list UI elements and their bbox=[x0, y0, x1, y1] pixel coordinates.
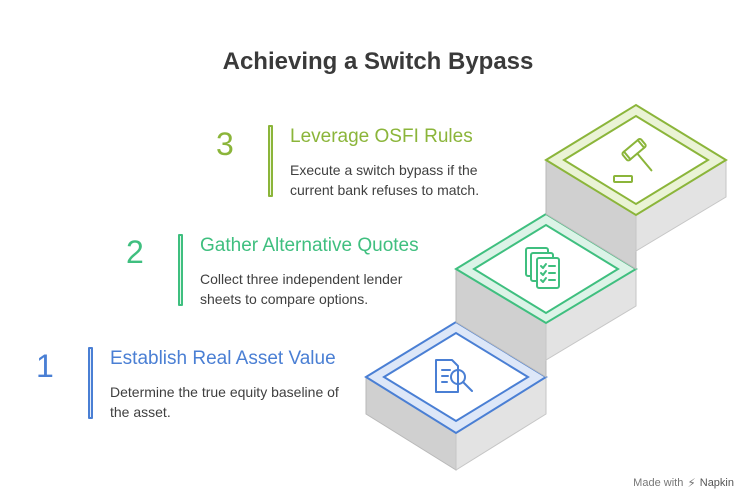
napkin-logo-icon: ⚡ bbox=[687, 476, 696, 490]
step-1-heading: Establish Real Asset Value bbox=[110, 348, 336, 369]
step-3-block bbox=[544, 103, 728, 270]
step-2-description: Collect three independent lender sheets … bbox=[200, 271, 403, 307]
step-3-accent-bar bbox=[268, 125, 273, 197]
gavel-icon bbox=[613, 137, 653, 183]
step-3-description: Execute a switch bypass if the current b… bbox=[290, 162, 480, 198]
step-1-number: 1 bbox=[36, 348, 54, 384]
footer-brand: Napkin bbox=[699, 477, 734, 489]
step-3-heading: Leverage OSFI Rules bbox=[290, 126, 473, 147]
step-3-number: 3 bbox=[216, 126, 234, 162]
diagram-title: Achieving a Switch Bypass bbox=[222, 48, 534, 75]
step-1-description: Determine the true equity baseline of th… bbox=[110, 384, 339, 420]
step-2-heading: Gather Alternative Quotes bbox=[200, 235, 419, 256]
step-2-number: 2 bbox=[126, 234, 144, 270]
step-1-accent-bar bbox=[88, 347, 93, 419]
step-2-accent-bar bbox=[178, 234, 183, 306]
footer-attribution: Made with ⚡ Napkin bbox=[633, 476, 734, 490]
documents-checklist-icon bbox=[525, 247, 560, 289]
document-search-icon bbox=[435, 359, 473, 393]
footer-made-with: Made with bbox=[633, 477, 684, 489]
